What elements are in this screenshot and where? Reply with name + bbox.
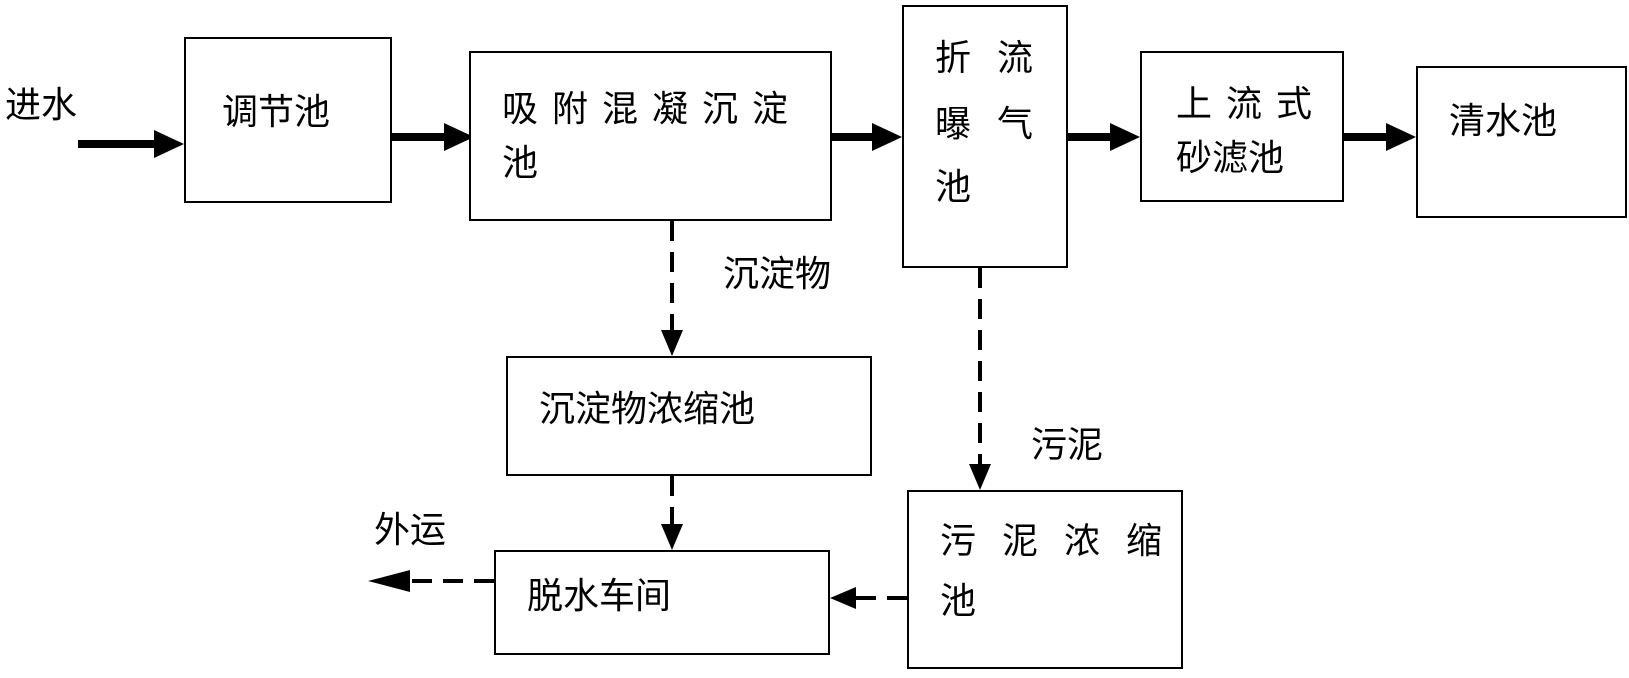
sludge-thickener-label-line2: 池 [940, 581, 977, 622]
upflow-sand-filter-box: 上流式 砂滤池 [1140, 51, 1344, 202]
adsorption-tank-label-line1: 吸附混凝沉淀 [502, 89, 803, 130]
main-flow-arrows [78, 123, 1416, 158]
sludge-thickener-box: 污泥浓缩 池 [907, 490, 1183, 669]
regulating-tank-box: 调节池 [184, 37, 392, 203]
arrowhead-baffle [872, 123, 902, 151]
adsorption-coagulation-sedimentation-tank-box: 吸附混凝沉淀 池 [469, 51, 832, 221]
sand-filter-label-line2: 砂滤池 [1176, 138, 1285, 179]
arrowhead-inlet [154, 130, 184, 158]
sediment-label: 沉淀物 [723, 254, 832, 295]
baffle-tank-label-line2: 曝气 [935, 104, 1060, 145]
sand-filter-label-line1: 上流式 [1176, 84, 1327, 125]
arrowhead-dewatering-top [661, 524, 683, 550]
arrowhead-adsorption [444, 123, 474, 151]
dewatering-workshop-box: 脱水车间 [494, 550, 830, 655]
adsorption-tank-label-line2: 池 [502, 143, 539, 184]
dewatering-workshop-label: 脱水车间 [527, 576, 672, 617]
arrowhead-filter [1110, 123, 1140, 151]
sludge-flow-arrowheads [368, 330, 991, 609]
baffle-tank-label-line1: 折流 [935, 38, 1060, 79]
transport-label: 外运 [374, 510, 447, 551]
clear-water-tank-box: 清水池 [1416, 66, 1627, 218]
sludge-flow-arrows [410, 221, 982, 600]
baffle-aeration-tank-box: 折流 曝气 池 [902, 5, 1068, 268]
sludge-label: 污泥 [1031, 425, 1104, 466]
arrowhead-sludge-thickener [969, 464, 991, 490]
inlet-label: 进水 [5, 85, 78, 126]
clear-water-tank-label: 清水池 [1449, 101, 1558, 142]
arrowhead-transport [368, 570, 410, 592]
regulating-tank-label: 调节池 [222, 92, 331, 133]
sludge-thickener-label-line1: 污泥浓缩 [940, 521, 1189, 562]
sediment-thickener-box: 沉淀物浓缩池 [506, 356, 872, 476]
baffle-tank-label-line3: 池 [935, 167, 972, 208]
sediment-thickener-label: 沉淀物浓缩池 [539, 389, 756, 430]
arrowhead-sediment-thickener [661, 330, 683, 356]
arrowhead-dewatering-right [830, 587, 856, 609]
arrowhead-clearwater [1386, 123, 1416, 151]
